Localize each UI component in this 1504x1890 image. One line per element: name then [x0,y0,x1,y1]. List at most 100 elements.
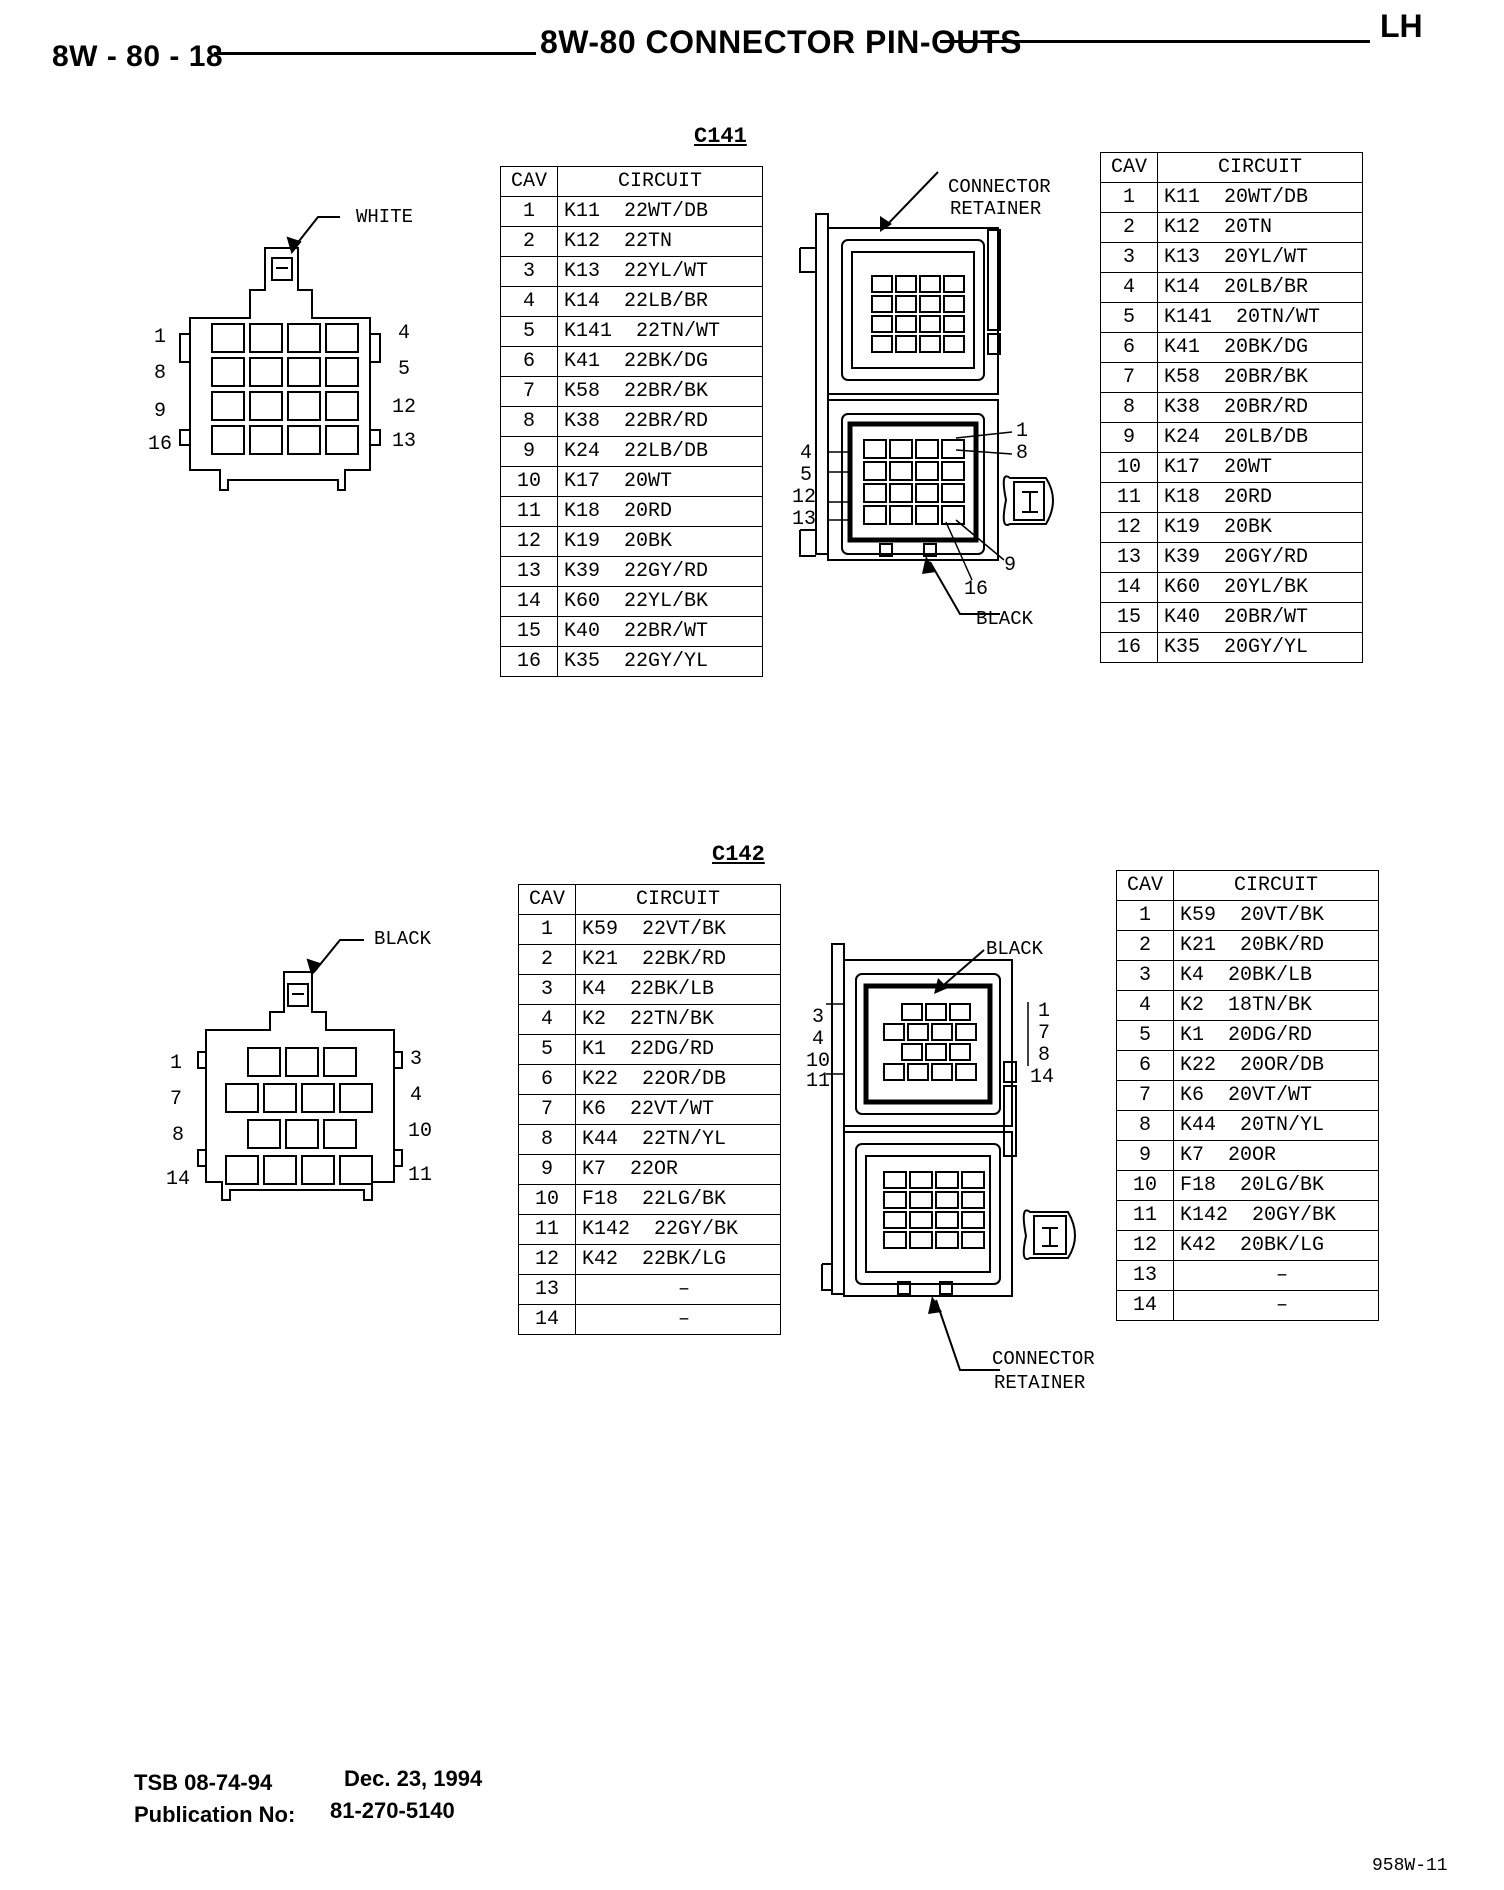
c141-left-pin-13: 13 [392,430,417,453]
cavity [949,1003,971,1021]
circuit-cell: K12 20TN [1157,212,1363,243]
circuit-cell: K60 22YL/BK [557,586,763,617]
circuit-header: CIRCUIT [575,884,781,915]
cav-cell: 11 [1100,482,1158,513]
circuit-cell: K21 20BK/RD [1173,930,1379,961]
cavity [943,335,965,353]
cavity [301,1155,335,1185]
cavity [935,1171,959,1189]
cavity [285,1119,319,1149]
cavity [325,391,359,421]
cav-header: CAV [518,884,576,915]
c142-retainer-label-line1: CONNECTOR [992,1348,1095,1370]
cav-cell: 9 [500,436,558,467]
cavity [325,425,359,455]
tsb-number: TSB 08-74-94 [134,1770,273,1795]
cav-cell: 12 [518,1244,576,1275]
cavity [883,1063,905,1081]
circuit-cell: K141 20TN/WT [1157,302,1363,333]
cavity [323,1119,357,1149]
cavity [941,439,965,459]
circuit-cell: K21 22BK/RD [575,944,781,975]
circuit-header: CIRCUIT [1173,870,1379,901]
cavity [889,483,913,503]
c142-retainer-label-line2: RETAINER [994,1372,1086,1394]
c141-left-pin-4: 4 [398,322,411,345]
cavity [901,1003,923,1021]
cav-header: CAV [1100,152,1158,183]
cav-cell: 14 [1116,1290,1174,1321]
cavity [909,1231,933,1249]
circuit-header: CIRCUIT [1157,152,1363,183]
cavity [225,1083,259,1113]
cavity [249,425,283,455]
cavity [325,323,359,353]
cavity [949,1043,971,1061]
cavity [909,1211,933,1229]
c142-left-color-label: BLACK [374,928,432,950]
circuit-cell: K11 22WT/DB [557,196,763,227]
cav-cell: 4 [1116,990,1174,1021]
cav-cell: 6 [1100,332,1158,363]
circuit-cell: K38 22BR/RD [557,406,763,437]
circuit-cell: F18 20LG/BK [1173,1170,1379,1201]
cav-cell: 9 [1100,422,1158,453]
circuit-cell: K42 20BK/LG [1173,1230,1379,1261]
cavity [863,483,887,503]
cavity [863,505,887,525]
circuit-cell: K42 22BK/LG [575,1244,781,1275]
cav-cell: 14 [518,1304,576,1335]
circuit-cell: K14 22LB/BR [557,286,763,317]
cavity [925,1043,947,1061]
cav-cell: 1 [500,196,558,227]
cav-cell: 14 [500,586,558,617]
circuit-cell: K4 22BK/LB [575,974,781,1005]
circuit-cell: K142 20GY/BK [1173,1200,1379,1231]
circuit-cell: K19 20BK [1157,512,1363,543]
c141-retainer-label-line2: RETAINER [950,198,1042,220]
circuit-cell: K58 22BR/BK [557,376,763,407]
cav-cell: 13 [500,556,558,587]
cavity [225,1155,259,1185]
cav-cell: 5 [518,1034,576,1065]
circuit-cell: K44 20TN/YL [1173,1110,1379,1141]
cav-cell: 6 [1116,1050,1174,1081]
cavity [871,275,893,293]
cav-cell: 13 [518,1274,576,1305]
circuit-cell: – [575,1274,781,1305]
cavity [863,439,887,459]
c142-left-pin-11: 11 [408,1164,433,1187]
cavity [961,1211,985,1229]
circuit-cell: K59 22VT/BK [575,914,781,945]
circuit-cell: K14 20LB/BR [1157,272,1363,303]
cavity [323,1047,357,1077]
c142-right-pin-4: 4 [812,1028,825,1051]
cavity [895,315,917,333]
cav-cell: 13 [1116,1260,1174,1291]
cav-cell: 2 [1100,212,1158,243]
cavity [871,335,893,353]
cavity [211,357,245,387]
circuit-cell: K4 20BK/LB [1173,960,1379,991]
cav-cell: 12 [500,526,558,557]
c141-left-pin-9: 9 [154,400,167,423]
cavity [909,1191,933,1209]
c141-left-pin-1: 1 [154,326,167,349]
circuit-cell: K38 20BR/RD [1157,392,1363,423]
c142-left-pin-8: 8 [172,1124,185,1147]
circuit-cell: – [1173,1260,1379,1291]
circuit-cell: K11 20WT/DB [1157,182,1363,213]
circuit-header: CIRCUIT [557,166,763,197]
cav-cell: 16 [1100,632,1158,663]
cav-cell: 1 [518,914,576,945]
